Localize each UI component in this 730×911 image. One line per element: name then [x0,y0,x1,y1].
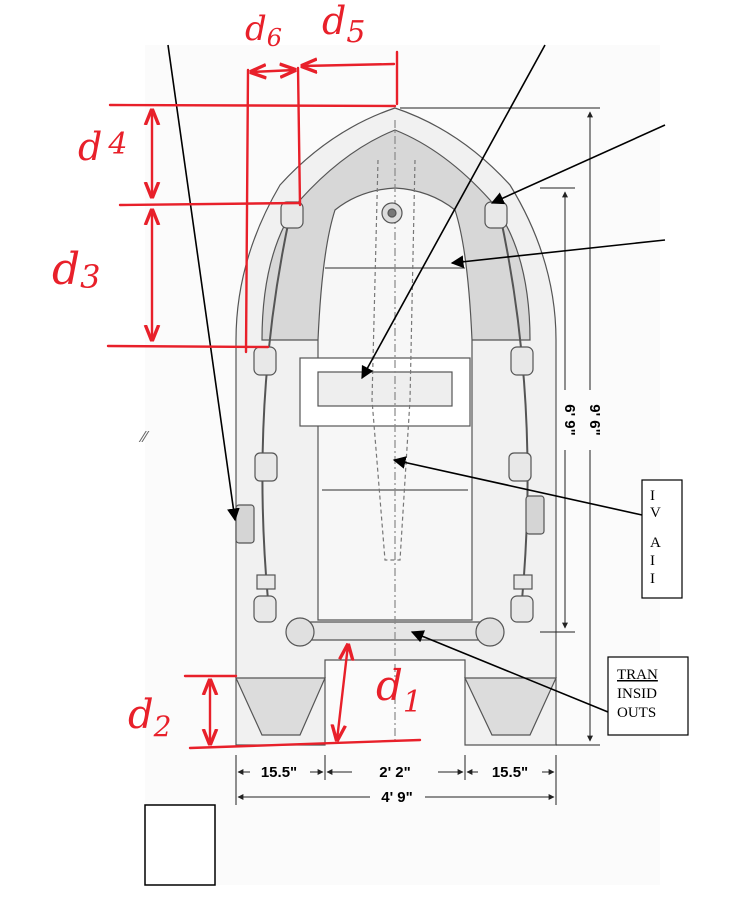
boat-hull [235,107,557,746]
callout-box-transom-line-1: TRAN [617,667,658,683]
callout-box-floor-line-5: I [650,571,655,587]
callout-box-transom [607,656,689,736]
side-ropes [235,201,545,623]
inner-length-label: 6' 9" [561,404,578,436]
callout-box-transom-line-2: INSID [617,686,657,702]
annotation-d3: d3 [52,244,101,296]
callout-box-floor [641,479,683,599]
overall-width-label: 4' 9" [381,789,413,806]
length-dimensions [400,107,600,746]
annotation-d1: d1 [376,661,422,720]
red-annotation-lines [106,50,422,750]
callout-box-floor-line-4: I [650,553,655,569]
width-dimensions [235,755,557,805]
callout-box-floor-line-1: I [650,488,655,504]
callout-leaders [167,44,666,713]
annotation-d5: d5 [322,0,365,50]
annotation-d6: d6 [245,9,282,52]
page-mark: ⁄⁄ [138,429,150,446]
callout-box-floor-line-2: V [650,505,661,521]
tube-right-width-label: 15.5" [492,764,528,781]
overall-length-label: 9' 6" [586,404,603,436]
annotation-d2: d2 [128,692,171,743]
callout-box-transom-line-3: OUTS [617,705,656,721]
callout-box-floor-line-3: A [650,535,661,551]
tube-left-width-label: 15.5" [261,764,297,781]
title-block-corner [144,804,216,886]
inner-width-label: 2' 2" [379,764,411,781]
